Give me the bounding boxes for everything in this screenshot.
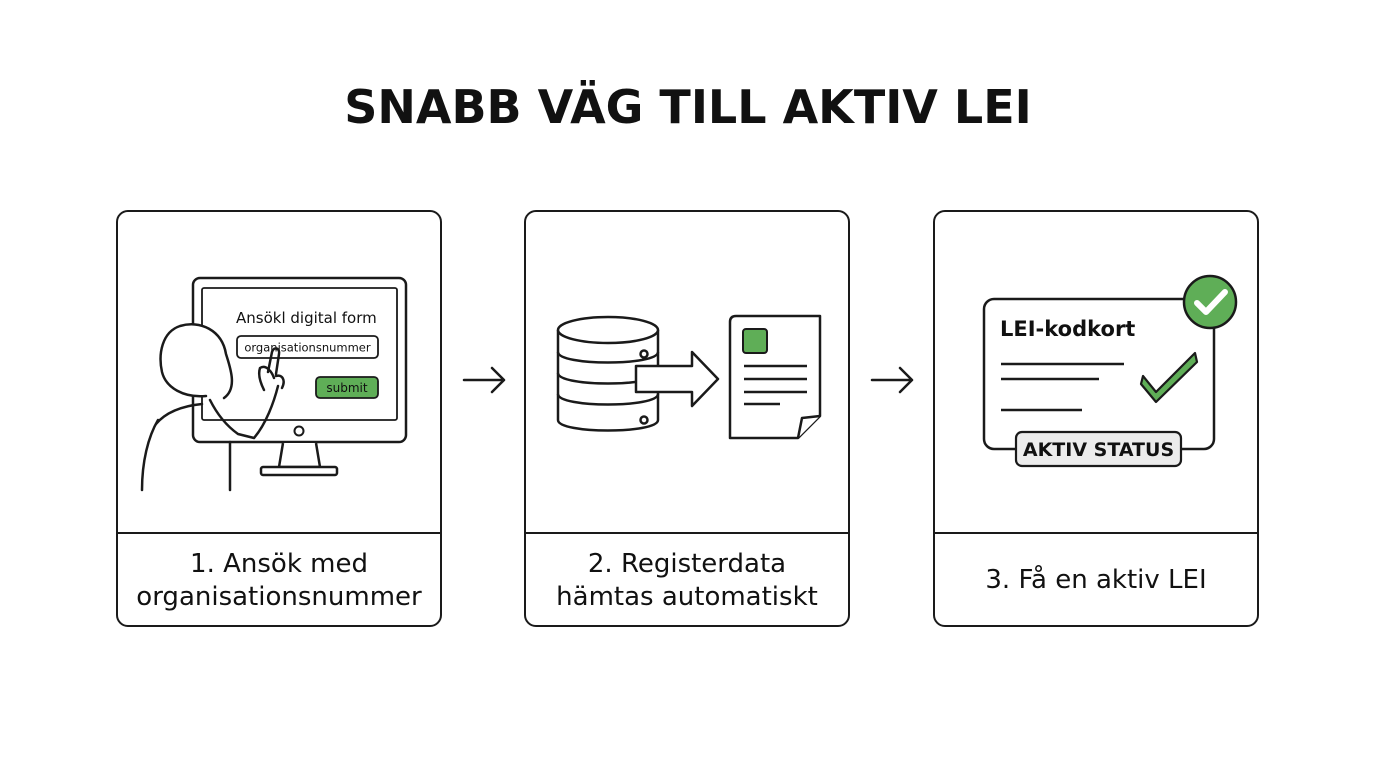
step-1-caption-text: 1. Ansök med organisationsnummer xyxy=(136,548,422,612)
step-card-1: Ansökl digital form organisationsnummer … xyxy=(116,210,442,627)
step-3-illustration: LEI-kodkort AKTIV STATUS xyxy=(982,274,1238,468)
diagram-title: SNABB VÄG TILL AKTIV LEI xyxy=(344,80,1032,134)
step-2-illustration xyxy=(556,314,822,440)
card-title: LEI-kodkort xyxy=(1000,317,1135,341)
status-badge: AKTIV STATUS xyxy=(1014,430,1183,468)
step-1-illustration: Ansökl digital form organisationsnummer … xyxy=(140,276,408,492)
step-2-caption: 2. Registerdata hämtas automatiskt xyxy=(526,534,848,625)
transfer-arrow-icon xyxy=(634,350,720,408)
status-label: AKTIV STATUS xyxy=(1023,439,1174,461)
check-badge-icon xyxy=(1182,274,1238,330)
document-icon xyxy=(728,314,822,440)
card-divider xyxy=(935,532,1257,534)
lei-code-card: LEI-kodkort xyxy=(982,297,1216,451)
organisation-number-input: organisationsnummer xyxy=(236,335,379,359)
input-text: organisationsnummer xyxy=(244,341,371,355)
checkmark-icon xyxy=(1139,351,1199,404)
form-title: Ansökl digital form xyxy=(236,309,377,327)
card-divider xyxy=(526,532,848,534)
card-divider xyxy=(118,532,440,534)
step-1-caption: 1. Ansök med organisationsnummer xyxy=(118,534,440,625)
submit-button: submit xyxy=(315,376,379,399)
step-3-caption-text: 3. Få en aktiv LEI xyxy=(985,565,1207,595)
person-icon xyxy=(140,323,285,492)
step-2-caption-text: 2. Registerdata hämtas automatiskt xyxy=(556,548,818,612)
database-icon xyxy=(556,315,660,432)
arrow-right-icon xyxy=(870,366,914,394)
step-3-caption: 3. Få en aktiv LEI xyxy=(935,534,1257,625)
step-card-2: 2. Registerdata hämtas automatiskt xyxy=(524,210,850,627)
arrow-right-icon xyxy=(462,366,506,394)
step-card-3: LEI-kodkort AKTIV STATUS 3. Få en aktiv … xyxy=(933,210,1259,627)
submit-label: submit xyxy=(326,381,367,395)
